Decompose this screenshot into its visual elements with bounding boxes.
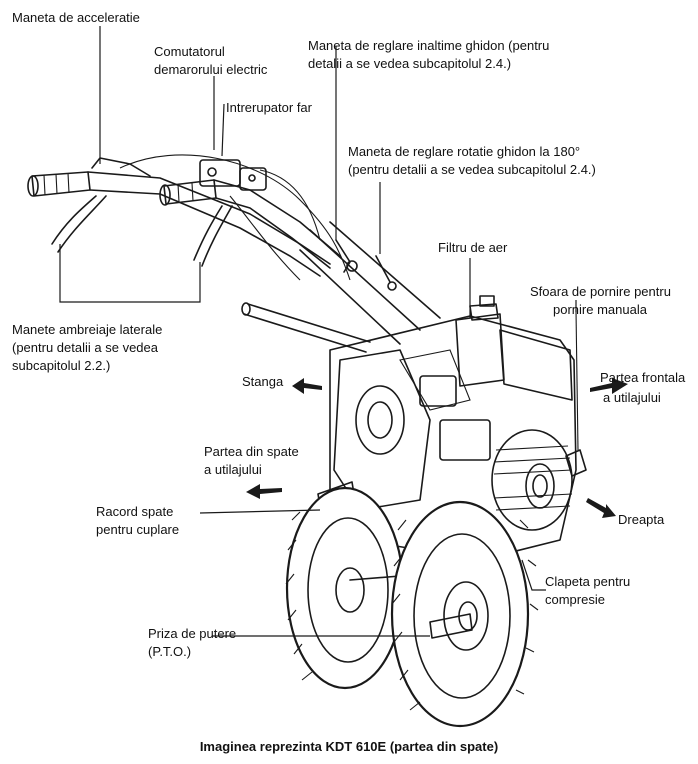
left-wheel xyxy=(285,486,405,690)
label-compression-valve-line2: compresie xyxy=(545,592,605,607)
leader-lines xyxy=(59,26,577,637)
label-rear-coupling-line1: Racord spate xyxy=(96,504,174,519)
right-wheel xyxy=(390,500,539,728)
label-pto-line1: Priza de putere xyxy=(148,626,237,641)
figure-caption: Imaginea reprezinta KDT 610E (partea din… xyxy=(199,739,499,754)
label-pull-cord-line2: pornire manuala xyxy=(553,302,647,317)
label-compression-valve-line1: Clapeta pentru xyxy=(545,574,631,589)
label-rotation-lever-line2: (pentru detalii a se vedea subcapitolul … xyxy=(348,162,596,177)
label-height-lever-line1: Maneta de reglare inaltime ghidon (pentr… xyxy=(308,38,550,53)
left-arrow xyxy=(292,378,322,394)
label-acceleration-lever: Maneta de acceleratie xyxy=(12,10,140,25)
label-right: Dreapta xyxy=(618,512,665,527)
label-light-switch: Intrerupator far xyxy=(226,100,312,115)
label-rear-line1: Partea din spate xyxy=(204,444,299,459)
label-pto-line2: (P.T.O.) xyxy=(148,644,192,659)
label-starter-switch-line1: Comutatorul xyxy=(154,44,225,59)
right-arrow xyxy=(586,498,616,518)
front-arrow xyxy=(590,378,628,394)
label-starter-switch-line2: demarorului electric xyxy=(154,62,268,77)
label-pull-cord-line1: Sfoara de pornire pentru xyxy=(530,284,671,299)
label-rear-line2: a utilajului xyxy=(204,462,262,477)
label-air-filter: Filtru de aer xyxy=(438,240,508,255)
label-left: Stanga xyxy=(242,374,284,389)
engine-body xyxy=(241,295,587,561)
rear-arrow xyxy=(246,484,282,499)
label-front-line2: a utilajului xyxy=(603,390,661,405)
label-clutch-levers-line3: subcapitolul 2.2.) xyxy=(12,358,111,373)
label-front-line1: Partea frontala xyxy=(600,370,686,385)
handlebar-assembly xyxy=(27,154,441,345)
label-clutch-levers-line1: Manete ambreiaje laterale xyxy=(12,322,163,337)
label-clutch-levers-line2: (pentru detalii a se vedea xyxy=(12,340,158,355)
label-rear-coupling-line2: pentru cuplare xyxy=(96,522,180,537)
label-height-lever-line2: detalii a se vedea subcapitolul 2.4.) xyxy=(308,56,512,71)
label-rotation-lever-line1: Maneta de reglare rotatie ghidon la 180° xyxy=(348,144,581,159)
